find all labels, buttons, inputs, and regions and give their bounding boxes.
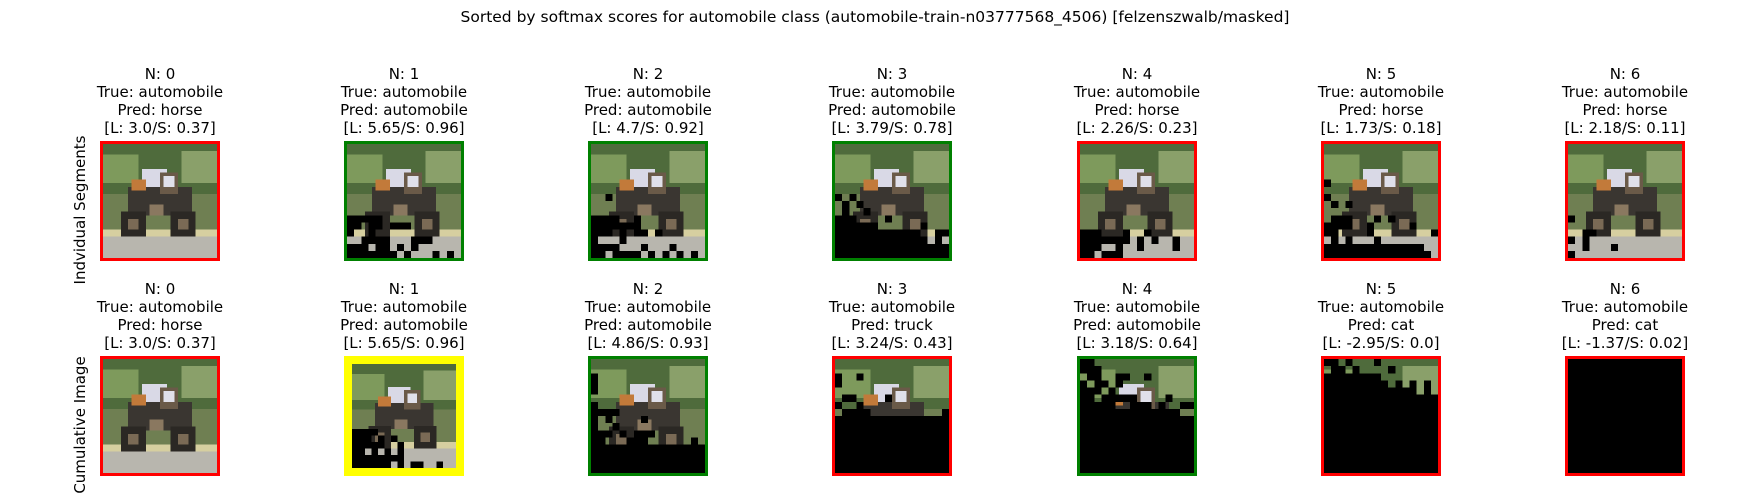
thumbnail-frame [1565, 141, 1685, 261]
figure-title: Sorted by softmax scores for automobile … [460, 8, 1290, 26]
panel-true-label: True: automobile [1317, 298, 1445, 316]
panel-scores-label: [L: 2.18/S: 0.11] [1564, 119, 1686, 137]
panel-pred-label: Pred: automobile [340, 101, 468, 119]
panel-scores-label: [L: 3.0/S: 0.37] [104, 119, 216, 137]
panel-pred-label: Pred: horse [117, 101, 203, 119]
panel-pred-label: Pred: horse [1338, 101, 1424, 119]
panel-n-label: N: 4 [1121, 65, 1153, 83]
thumbnail-frame [344, 356, 464, 476]
panel-n-label: N: 6 [1609, 65, 1641, 83]
panel-n-label: N: 1 [388, 280, 420, 298]
segment-thumbnail [1080, 144, 1194, 258]
segment-thumbnail [1568, 359, 1682, 473]
panel-scores-label: [L: 4.86/S: 0.93] [587, 334, 709, 352]
thumbnail-frame [1077, 141, 1197, 261]
panel-n-label: N: 3 [876, 280, 908, 298]
thumbnail-frame [1321, 141, 1441, 261]
panel-scores-label: [L: 4.7/S: 0.92] [592, 119, 704, 137]
panel-true-label: True: automobile [96, 83, 224, 101]
panel-pred-label: Pred: automobile [1073, 316, 1201, 334]
thumbnail-frame [344, 141, 464, 261]
segment-thumbnail [1568, 144, 1682, 258]
panel-scores-label: [L: 3.79/S: 0.78] [831, 119, 953, 137]
panel-true-label: True: automobile [1561, 83, 1689, 101]
panel-pred-label: Pred: automobile [584, 101, 712, 119]
panel-n-label: N: 0 [144, 280, 176, 298]
segment-thumbnail [835, 144, 949, 258]
panel-n-label: N: 5 [1365, 65, 1397, 83]
segment-thumbnail [103, 144, 217, 258]
segment-thumbnail [1080, 359, 1194, 473]
panel-n-label: N: 6 [1609, 280, 1641, 298]
panel-pred-label: Pred: cat [1591, 316, 1659, 334]
segment-thumbnail [352, 364, 456, 468]
panel-pred-label: Pred: truck [851, 316, 933, 334]
thumbnail-frame [100, 141, 220, 261]
segment-thumbnail [1324, 144, 1438, 258]
panel-scores-label: [L: 1.73/S: 0.18] [1320, 119, 1442, 137]
panel-true-label: True: automobile [1561, 298, 1689, 316]
panel-scores-label: [L: 5.65/S: 0.96] [343, 119, 465, 137]
panel-scores-label: [L: -2.95/S: 0.0] [1322, 334, 1440, 352]
panel-n-label: N: 3 [876, 65, 908, 83]
segment-thumbnail [347, 144, 461, 258]
panel-scores-label: [L: 2.26/S: 0.23] [1076, 119, 1198, 137]
panel-scores-label: [L: 5.65/S: 0.96] [343, 334, 465, 352]
thumbnail-frame [832, 356, 952, 476]
panel-true-label: True: automobile [340, 83, 468, 101]
panel-true-label: True: automobile [340, 298, 468, 316]
panel-pred-label: Pred: horse [1582, 101, 1668, 119]
panel-scores-label: [L: -1.37/S: 0.02] [1561, 334, 1689, 352]
segment-thumbnail [1324, 359, 1438, 473]
thumbnail-frame [1321, 356, 1441, 476]
panel-pred-label: Pred: horse [1094, 101, 1180, 119]
segment-thumbnail [103, 359, 217, 473]
panel-pred-label: Pred: automobile [584, 316, 712, 334]
thumbnail-frame [588, 141, 708, 261]
panel-n-label: N: 0 [144, 65, 176, 83]
panel-true-label: True: automobile [1317, 83, 1445, 101]
segment-thumbnail [591, 144, 705, 258]
panel-n-label: N: 2 [632, 65, 664, 83]
panel-scores-label: [L: 3.0/S: 0.37] [104, 334, 216, 352]
panel-true-label: True: automobile [1073, 298, 1201, 316]
panel-true-label: True: automobile [584, 83, 712, 101]
panel-pred-label: Pred: automobile [340, 316, 468, 334]
panel-scores-label: [L: 3.24/S: 0.43] [831, 334, 953, 352]
thumbnail-frame [832, 141, 952, 261]
panel-true-label: True: automobile [1073, 83, 1201, 101]
panel-true-label: True: automobile [828, 298, 956, 316]
thumbnail-frame [1565, 356, 1685, 476]
panel-true-label: True: automobile [96, 298, 224, 316]
panel-n-label: N: 1 [388, 65, 420, 83]
panel-pred-label: Pred: cat [1347, 316, 1415, 334]
panel-n-label: N: 5 [1365, 280, 1397, 298]
thumbnail-frame [1077, 356, 1197, 476]
panel-true-label: True: automobile [584, 298, 712, 316]
thumbnail-frame [588, 356, 708, 476]
segment-thumbnail [591, 359, 705, 473]
panel-n-label: N: 4 [1121, 280, 1153, 298]
panel-pred-label: Pred: automobile [828, 101, 956, 119]
panel-scores-label: [L: 3.18/S: 0.64] [1076, 334, 1198, 352]
panel-pred-label: Pred: horse [117, 316, 203, 334]
panel-true-label: True: automobile [828, 83, 956, 101]
segment-thumbnail [835, 359, 949, 473]
panel-n-label: N: 2 [632, 280, 664, 298]
thumbnail-frame [100, 356, 220, 476]
